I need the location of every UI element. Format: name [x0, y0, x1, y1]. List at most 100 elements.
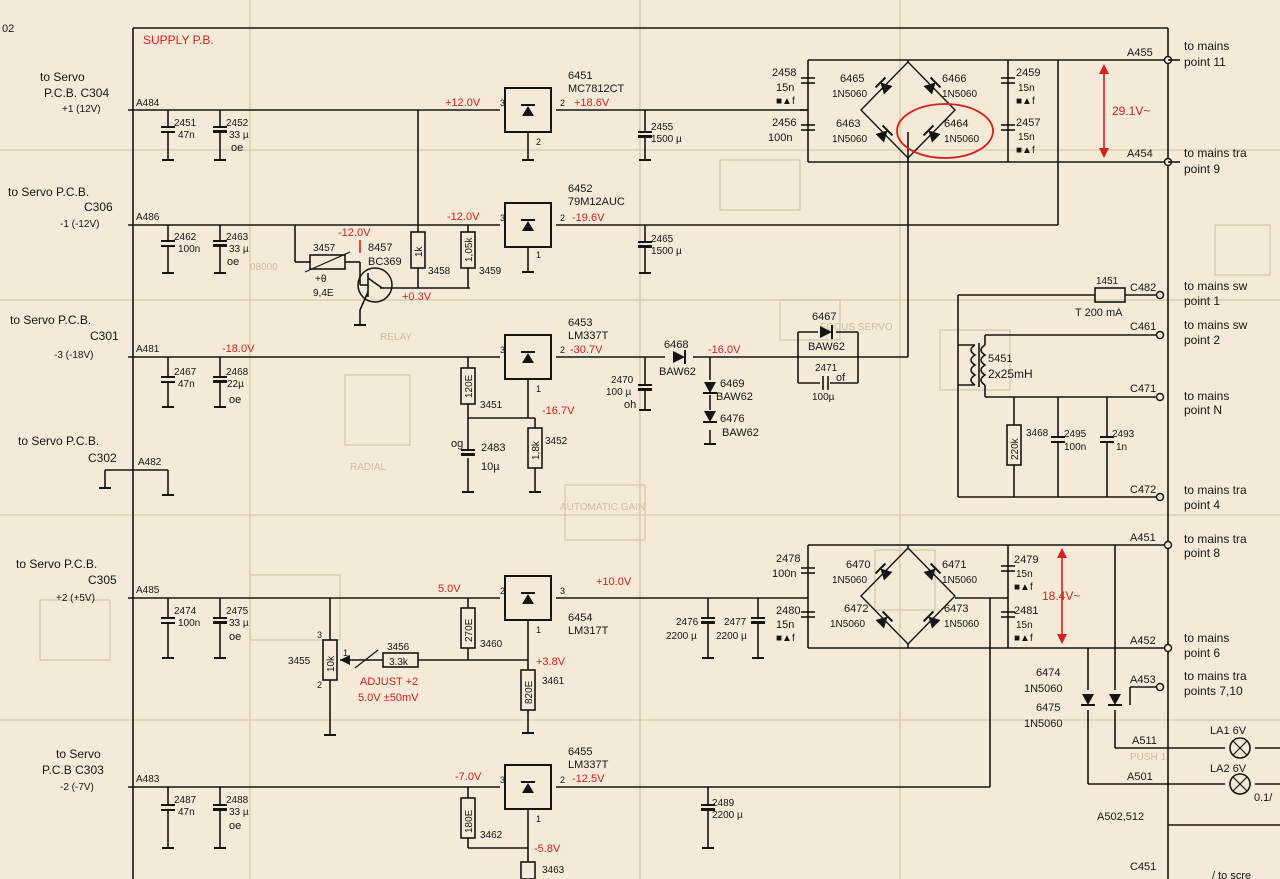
cap-value: 47n [178, 807, 195, 818]
resistor-value: 1k [414, 245, 425, 257]
cap-value: 15n [1016, 620, 1033, 631]
pin-label: A482 [138, 457, 162, 468]
diode-type: BAW62 [722, 427, 759, 439]
diode-ref: 6465 [840, 73, 864, 85]
adjust-spec: 5.0V ±50mV [358, 692, 419, 704]
cap-ref: 2456 [772, 117, 796, 129]
cap-note: oe [229, 631, 241, 643]
diode-ref: 6468 [664, 339, 688, 351]
resistor-ref: 3456 [387, 642, 410, 653]
resistor-value: 270E [464, 618, 475, 642]
bridge-6470-6473 [860, 546, 956, 646]
cap-value: 33 µ [229, 807, 249, 818]
resistor-value: +θ [315, 274, 327, 285]
connector-point: point 6 [1184, 646, 1220, 660]
ac-voltage-label: 29.1V~ [1112, 104, 1150, 118]
cap-ref: 2462 [174, 232, 197, 243]
cap-ref: 2474 [174, 606, 197, 617]
voltage-label: +0.3V [402, 291, 432, 303]
svg-text:3: 3 [500, 345, 505, 355]
connector-point: point 4 [1184, 498, 1220, 512]
pin-label: A455 [1127, 47, 1153, 59]
cap-ref: 2488 [226, 795, 249, 806]
connector-rail: +2 (+5V) [56, 593, 95, 604]
resistor-3456 [382, 652, 419, 668]
cap-2468 [212, 376, 228, 384]
right-connector-pins [1155, 55, 1180, 692]
cap-ref: 2475 [226, 606, 249, 617]
connector-label: C305 [88, 573, 117, 587]
transistor-type: BC369 [368, 256, 402, 268]
potentiometer-3455 [322, 639, 338, 681]
connector-dest: to mains sw [1184, 318, 1248, 332]
cap-value: 1500 µ [651, 246, 682, 257]
cap-value: 33 µ [229, 130, 249, 141]
connector-dest: to mains tra [1184, 669, 1247, 683]
voltage-label: -5.8V [534, 843, 561, 855]
board-title: SUPPLY P.B. [143, 33, 214, 47]
resistor-ref: 3463 [542, 865, 565, 876]
connector-dest: to mains tra [1184, 532, 1247, 546]
board-frame [132, 27, 1169, 879]
cap-value: 15n [1018, 132, 1035, 143]
cap-note: oe [229, 820, 241, 832]
lamp-wiring [1087, 545, 1280, 826]
resistor-value: 220k [1010, 437, 1021, 460]
bottom-right-text: / to scre [1212, 870, 1251, 879]
lamp-pin: A501 [1127, 771, 1153, 783]
cap-note: ■▲f [1014, 633, 1033, 644]
diode-ref: 6474 [1036, 667, 1060, 679]
pin-label: C461 [1130, 321, 1156, 333]
cap-ref: 2483 [481, 442, 505, 454]
cap-note: oh [624, 399, 636, 411]
resistor-3461 [520, 669, 536, 711]
bridge-6463-6466 [860, 60, 956, 160]
cap-ref: 2480 [776, 605, 800, 617]
lamp-la1 [1229, 737, 1251, 759]
cap-ref: 2468 [226, 367, 249, 378]
connector-rail: -3 (-18V) [54, 350, 93, 361]
connector-rail: -1 (-12V) [60, 219, 99, 230]
reg-type: MC7812CT [568, 83, 625, 95]
svg-text:RADIAL: RADIAL [350, 462, 387, 473]
regulator-6453 [504, 334, 552, 380]
pin-label: C471 [1130, 383, 1156, 395]
inductor-5451 [958, 343, 987, 387]
connector-dest: to mains tra [1184, 146, 1247, 160]
connector-rail: -2 (-7V) [60, 782, 94, 793]
resistor-3468 [1006, 424, 1022, 466]
svg-text:2: 2 [560, 345, 565, 355]
cap-value: 15n [776, 82, 794, 94]
svg-text:2: 2 [317, 680, 322, 690]
cap-ref: 2459 [1016, 67, 1040, 79]
pin-label: A484 [136, 98, 160, 109]
cap-note: oe [229, 394, 241, 406]
cap-ref: 2471 [815, 363, 838, 374]
voltage-label: -12.0V [447, 211, 480, 223]
row-n18v-wiring [128, 132, 909, 492]
cap-value: 100n [178, 618, 200, 629]
resistor-ref: 3459 [479, 266, 502, 277]
diode-type: 1N5060 [832, 575, 867, 586]
connector-dest: to mains [1184, 39, 1229, 53]
voltage-label: -12.0V [338, 227, 371, 239]
resistor-ref: 3455 [288, 656, 311, 667]
connector-dest: to mains tra [1184, 483, 1247, 497]
svg-text:2: 2 [560, 98, 565, 108]
pin-label: C482 [1130, 282, 1156, 294]
cap-ref: 2451 [174, 118, 197, 129]
cap-note: oe [227, 256, 239, 268]
resistor-ref: 3451 [480, 400, 503, 411]
resistor-value: 1,05k [464, 237, 475, 262]
lower-bridge-wiring [807, 544, 1168, 649]
connector-label: C306 [84, 200, 113, 214]
connector-label: to Servo P.C.B. [10, 313, 91, 327]
cap-value: 47n [178, 130, 195, 141]
cap-2470 [637, 384, 653, 392]
cap-ref: 2465 [651, 234, 674, 245]
cap-note: oe [231, 142, 243, 154]
diode-ref: 6475 [1036, 702, 1060, 714]
cap-note: og [451, 438, 463, 450]
cap-ref: 2467 [174, 367, 197, 378]
cap-ref: 2481 [1014, 605, 1038, 617]
